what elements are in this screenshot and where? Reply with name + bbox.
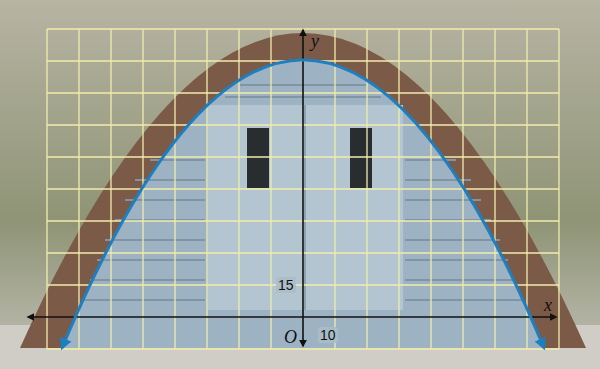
axis-label: y <box>309 31 321 51</box>
y-axis <box>302 30 304 346</box>
parabola-curve <box>62 60 544 348</box>
origin-label: O <box>282 327 299 347</box>
axis-label: x <box>542 295 554 315</box>
window <box>350 128 372 188</box>
scale-label: 15 <box>276 277 296 293</box>
door-panel <box>208 105 403 310</box>
door-split <box>304 105 306 310</box>
window <box>247 128 269 188</box>
x-axis <box>28 316 556 318</box>
grid <box>47 29 559 349</box>
scale-label: 10 <box>318 327 338 343</box>
